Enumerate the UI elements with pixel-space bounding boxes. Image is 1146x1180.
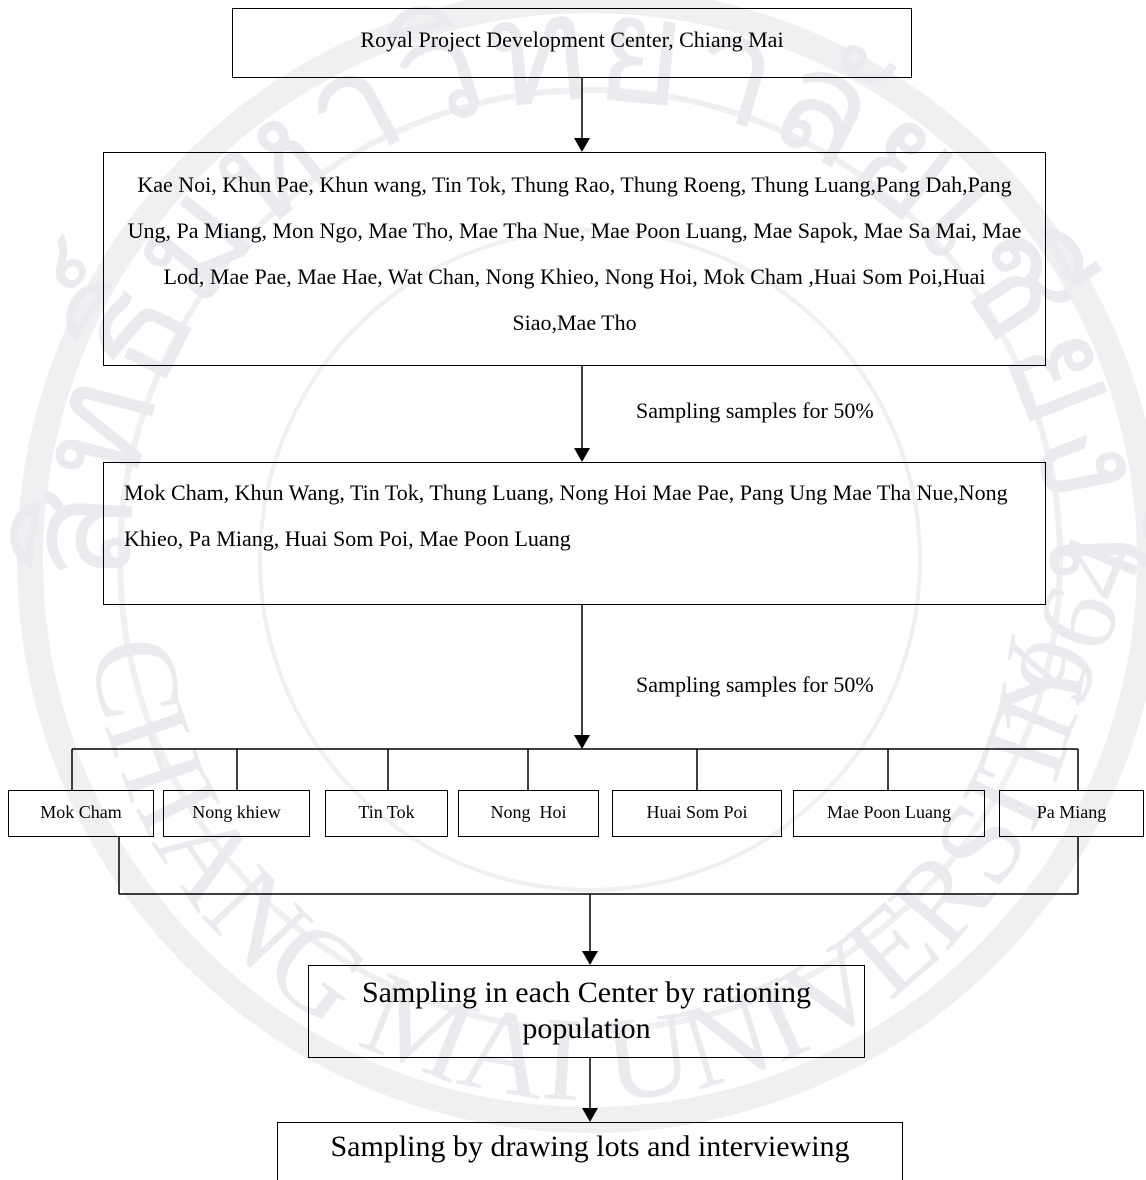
- leaf-label: Nong khiew: [192, 802, 281, 822]
- leaf-huai-som-poi: Huai Som Poi: [612, 790, 782, 837]
- leaf-label: Pa Miang: [1036, 802, 1107, 822]
- root-center-label: Royal Project Development Center, Chiang…: [360, 27, 784, 52]
- leaf-tin-tok: Tin Tok: [325, 790, 448, 837]
- sampling-label-first: Sampling samples for 50%: [636, 398, 874, 423]
- leaf-label: Mae Poon Luang: [827, 802, 951, 822]
- leaf-label: Nong Hoi: [490, 802, 567, 822]
- ration-sampling-box: Sampling in each Center by rationing pop…: [308, 965, 865, 1058]
- leaf-mae-poon-luang: Mae Poon Luang: [793, 790, 985, 837]
- root-center-box: Royal Project Development Center, Chiang…: [232, 8, 912, 78]
- arrowhead-merge-to-ration: [582, 951, 598, 965]
- leaf-nong-hoi: Nong Hoi: [458, 790, 599, 837]
- all-centers-box: Kae Noi, Khun Pae, Khun wang, Tin Tok, T…: [103, 152, 1046, 366]
- drawing-lots-label: Sampling by drawing lots and interviewin…: [330, 1130, 850, 1163]
- leaf-pa-miang: Pa Miang: [999, 790, 1144, 837]
- all-centers-list: Kae Noi, Khun Pae, Khun wang, Tin Tok, T…: [127, 172, 1022, 335]
- drawing-lots-box: Sampling by drawing lots and interviewin…: [277, 1122, 903, 1180]
- leaf-nong-khiew: Nong khiew: [163, 790, 310, 837]
- leaf-label: Mok Cham: [40, 802, 122, 822]
- sampling-label-second: Sampling samples for 50%: [636, 672, 874, 697]
- selected-centers-box: Mok Cham, Khun Wang, Tin Tok, Thung Luan…: [103, 462, 1046, 605]
- leaf-mok-cham: Mok Cham: [8, 790, 154, 837]
- ration-sampling-label: Sampling in each Center by rationing pop…: [361, 976, 812, 1045]
- selected-centers-list: Mok Cham, Khun Wang, Tin Tok, Thung Luan…: [124, 480, 1008, 551]
- leaf-label: Tin Tok: [358, 802, 415, 822]
- arrowhead-all-to-selected: [574, 448, 590, 462]
- leaf-label: Huai Som Poi: [646, 802, 748, 822]
- arrowhead-ration-to-lots: [582, 1108, 598, 1122]
- arrowhead-selected-to-bus: [574, 735, 590, 749]
- arrowhead-root-to-all: [574, 138, 590, 152]
